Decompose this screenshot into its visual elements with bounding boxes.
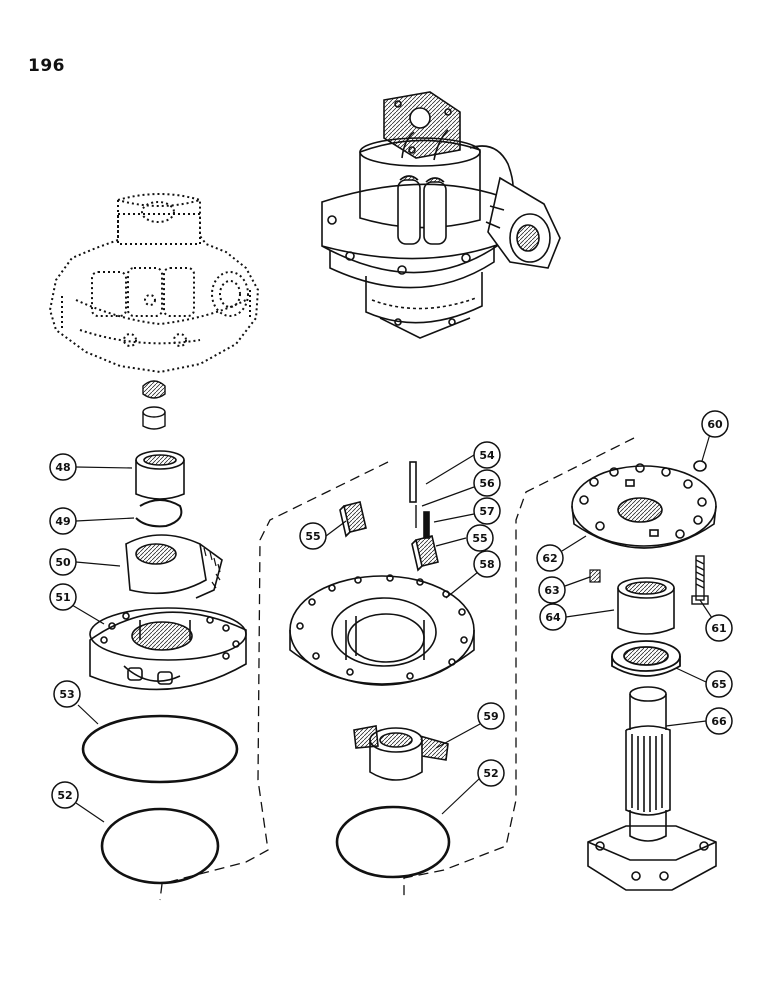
svg-text:53: 53 [59, 688, 74, 701]
svg-text:65: 65 [711, 678, 726, 691]
callout-64: 64 [539, 603, 567, 631]
callout-55-right: 55 [466, 524, 494, 552]
callout-51: 51 [49, 583, 77, 611]
gear-50 [125, 534, 223, 599]
callout-62: 62 [536, 544, 564, 572]
small-fittings [142, 380, 166, 430]
callout-54: 54 [473, 441, 501, 469]
svg-text:63: 63 [544, 584, 559, 597]
callout-53: 53 [53, 680, 81, 708]
svg-text:52: 52 [57, 789, 72, 802]
alignment-lines [159, 437, 635, 901]
snap-ring-49 [135, 499, 183, 528]
page-number: 196 [28, 56, 65, 76]
callout-55-left: 55 [299, 522, 327, 550]
callout-59: 59 [477, 702, 505, 730]
phantom-housing [48, 193, 260, 374]
svg-text:50: 50 [55, 556, 71, 569]
bushing-48 [135, 450, 185, 500]
svg-text:48: 48 [55, 461, 70, 474]
seal-65 [611, 640, 681, 677]
callout-60: 60 [701, 410, 729, 438]
plate-51 [89, 607, 247, 691]
callout-61: 61 [705, 614, 733, 642]
svg-text:58: 58 [479, 558, 494, 571]
svg-text:57: 57 [479, 505, 494, 518]
bolt-61 [691, 555, 709, 605]
callout-49: 49 [49, 507, 77, 535]
callout-66: 66 [705, 707, 733, 735]
callout-58: 58 [473, 550, 501, 578]
svg-text:52: 52 [483, 767, 498, 780]
svg-text:55: 55 [472, 532, 487, 545]
svg-text:59: 59 [483, 710, 498, 723]
svg-text:66: 66 [711, 715, 727, 728]
callout-48: 48 [49, 453, 77, 481]
o-ring-52-left [100, 807, 220, 885]
svg-text:54: 54 [479, 449, 495, 462]
cover-plate-62 [571, 463, 717, 549]
svg-text:49: 49 [55, 515, 70, 528]
svg-text:51: 51 [55, 591, 70, 604]
o-ring-53 [81, 714, 239, 784]
pins-and-keys [339, 461, 439, 572]
motor-assembly [321, 91, 561, 339]
svg-text:60: 60 [707, 418, 723, 431]
svg-text:56: 56 [479, 477, 495, 490]
svg-text:61: 61 [711, 622, 726, 635]
callout-65: 65 [705, 670, 733, 698]
o-ring-52-right [335, 805, 451, 879]
svg-text:55: 55 [305, 530, 320, 543]
ring-60 [693, 460, 707, 472]
callout-57: 57 [473, 497, 501, 525]
callout-50: 50 [49, 548, 77, 576]
flange-58 [289, 574, 475, 686]
callout-63: 63 [538, 576, 566, 604]
bushing-64 [617, 577, 675, 635]
svg-text:62: 62 [542, 552, 557, 565]
svg-text:64: 64 [545, 611, 561, 624]
leader-lines [71, 433, 713, 823]
coupling-59 [353, 725, 449, 781]
callouts: 48 49 50 51 53 52 54 56 57 55 55 58 59 5… [49, 410, 733, 809]
callout-52-right: 52 [477, 759, 505, 787]
set-screw-63 [589, 569, 601, 583]
shaft-66 [587, 686, 717, 891]
callout-52-left: 52 [51, 781, 79, 809]
callout-56: 56 [473, 469, 501, 497]
